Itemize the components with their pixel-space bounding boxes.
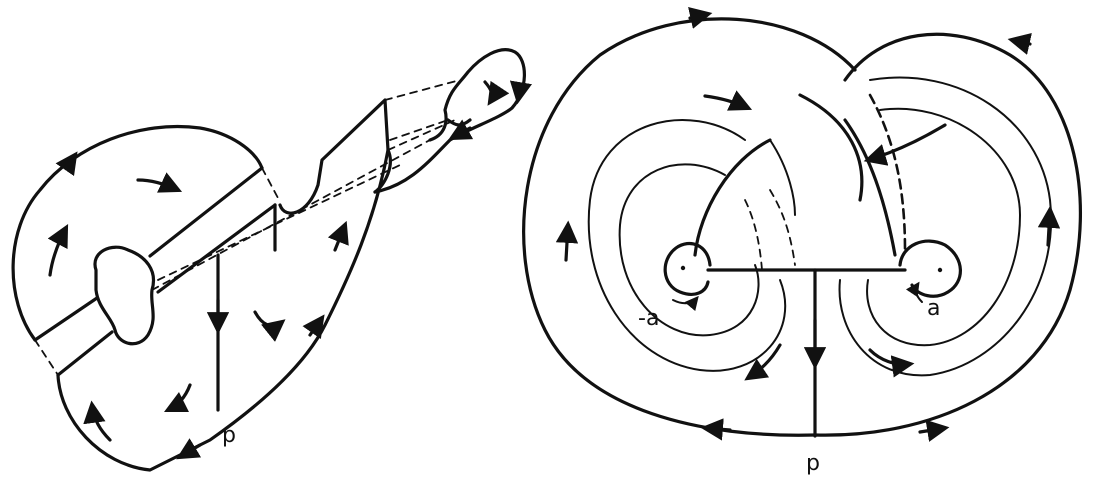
left-arrow-top-outline xyxy=(55,151,78,177)
right-arrow-inner-upper-left xyxy=(703,90,753,111)
right-arc-right-solid xyxy=(843,118,897,257)
right-arrow-lower-left xyxy=(744,343,782,381)
right-arc-left-solid xyxy=(693,138,772,257)
right-dashed-hidden-2 xyxy=(769,189,796,266)
right-arrow-right-side xyxy=(1037,205,1061,247)
left-dashed-2 xyxy=(387,119,456,151)
left-dashed-4 xyxy=(157,164,401,281)
left-arrow-lower-right-2 xyxy=(302,314,325,340)
left-band-edge-lower xyxy=(156,203,277,294)
right-arrow-bottom-right xyxy=(918,419,950,442)
left-dashed-5 xyxy=(389,119,449,141)
right-left-ring-mid xyxy=(618,163,760,337)
right-circle-pos-a xyxy=(898,239,962,298)
left-arrow-tail-2 xyxy=(509,80,532,105)
right-arc-cross xyxy=(798,93,864,202)
left-arrow-lower-left xyxy=(163,383,192,413)
left-arrow-lower-mid xyxy=(253,310,286,342)
right-label-a: a xyxy=(927,296,940,321)
left-arrow-tail xyxy=(483,80,510,106)
right-point-neg-a xyxy=(680,265,686,271)
left-lower-lobe xyxy=(56,98,390,472)
left-upper-disk-outline xyxy=(11,124,264,342)
left-arrow-lower-right xyxy=(327,220,349,252)
right-label-neg-a: -a xyxy=(638,306,659,331)
left-arrow-tail-3 xyxy=(448,119,474,141)
left-arrow-inner-top xyxy=(136,172,183,193)
left-arrow-inner-left xyxy=(47,224,69,277)
left-arrow-bottom-left xyxy=(83,400,112,442)
left-arrow-bottom-edge xyxy=(176,438,202,460)
right-outer-boundary xyxy=(522,17,857,437)
left-band-dashed-mid xyxy=(261,167,279,199)
left-band-edge-lower-2 xyxy=(56,330,114,377)
right-point-pos-a xyxy=(937,267,943,273)
left-tail xyxy=(373,48,526,194)
left-band-edge-upper xyxy=(148,166,264,258)
right-arc-cross-2 xyxy=(769,139,796,216)
right-arrow-lower-right xyxy=(868,348,915,378)
right-arrow-top-right xyxy=(1007,32,1032,55)
right-arrow-bottom-left xyxy=(700,418,732,441)
right-left-ring-outer xyxy=(587,119,787,372)
left-label-p: p xyxy=(222,423,236,448)
right-dashed-hidden-1 xyxy=(868,93,907,252)
right-right-ring-outer xyxy=(838,76,1053,377)
left-hole xyxy=(93,245,155,346)
left-dashed-3 xyxy=(151,139,431,291)
left-dashed-1 xyxy=(384,79,461,101)
left-figure: p xyxy=(11,48,532,472)
right-arrow-around-pos-a xyxy=(905,281,923,303)
left-band-dashed-end xyxy=(34,339,59,376)
right-arrow-left-side xyxy=(555,220,579,262)
right-arrow-around-neg-a xyxy=(672,295,699,312)
right-arrow-inner-upper-right xyxy=(863,123,947,166)
left-band-edge-upper-2 xyxy=(33,296,99,342)
right-dashed-hidden-3 xyxy=(744,199,763,271)
right-circle-neg-a xyxy=(663,242,712,296)
right-label-p: p xyxy=(806,451,820,476)
right-arrow-top-left xyxy=(688,6,713,29)
right-figure: -a a p xyxy=(522,6,1082,476)
right-right-ring-mid xyxy=(866,107,1021,347)
right-outer-boundary-right xyxy=(813,32,1082,437)
